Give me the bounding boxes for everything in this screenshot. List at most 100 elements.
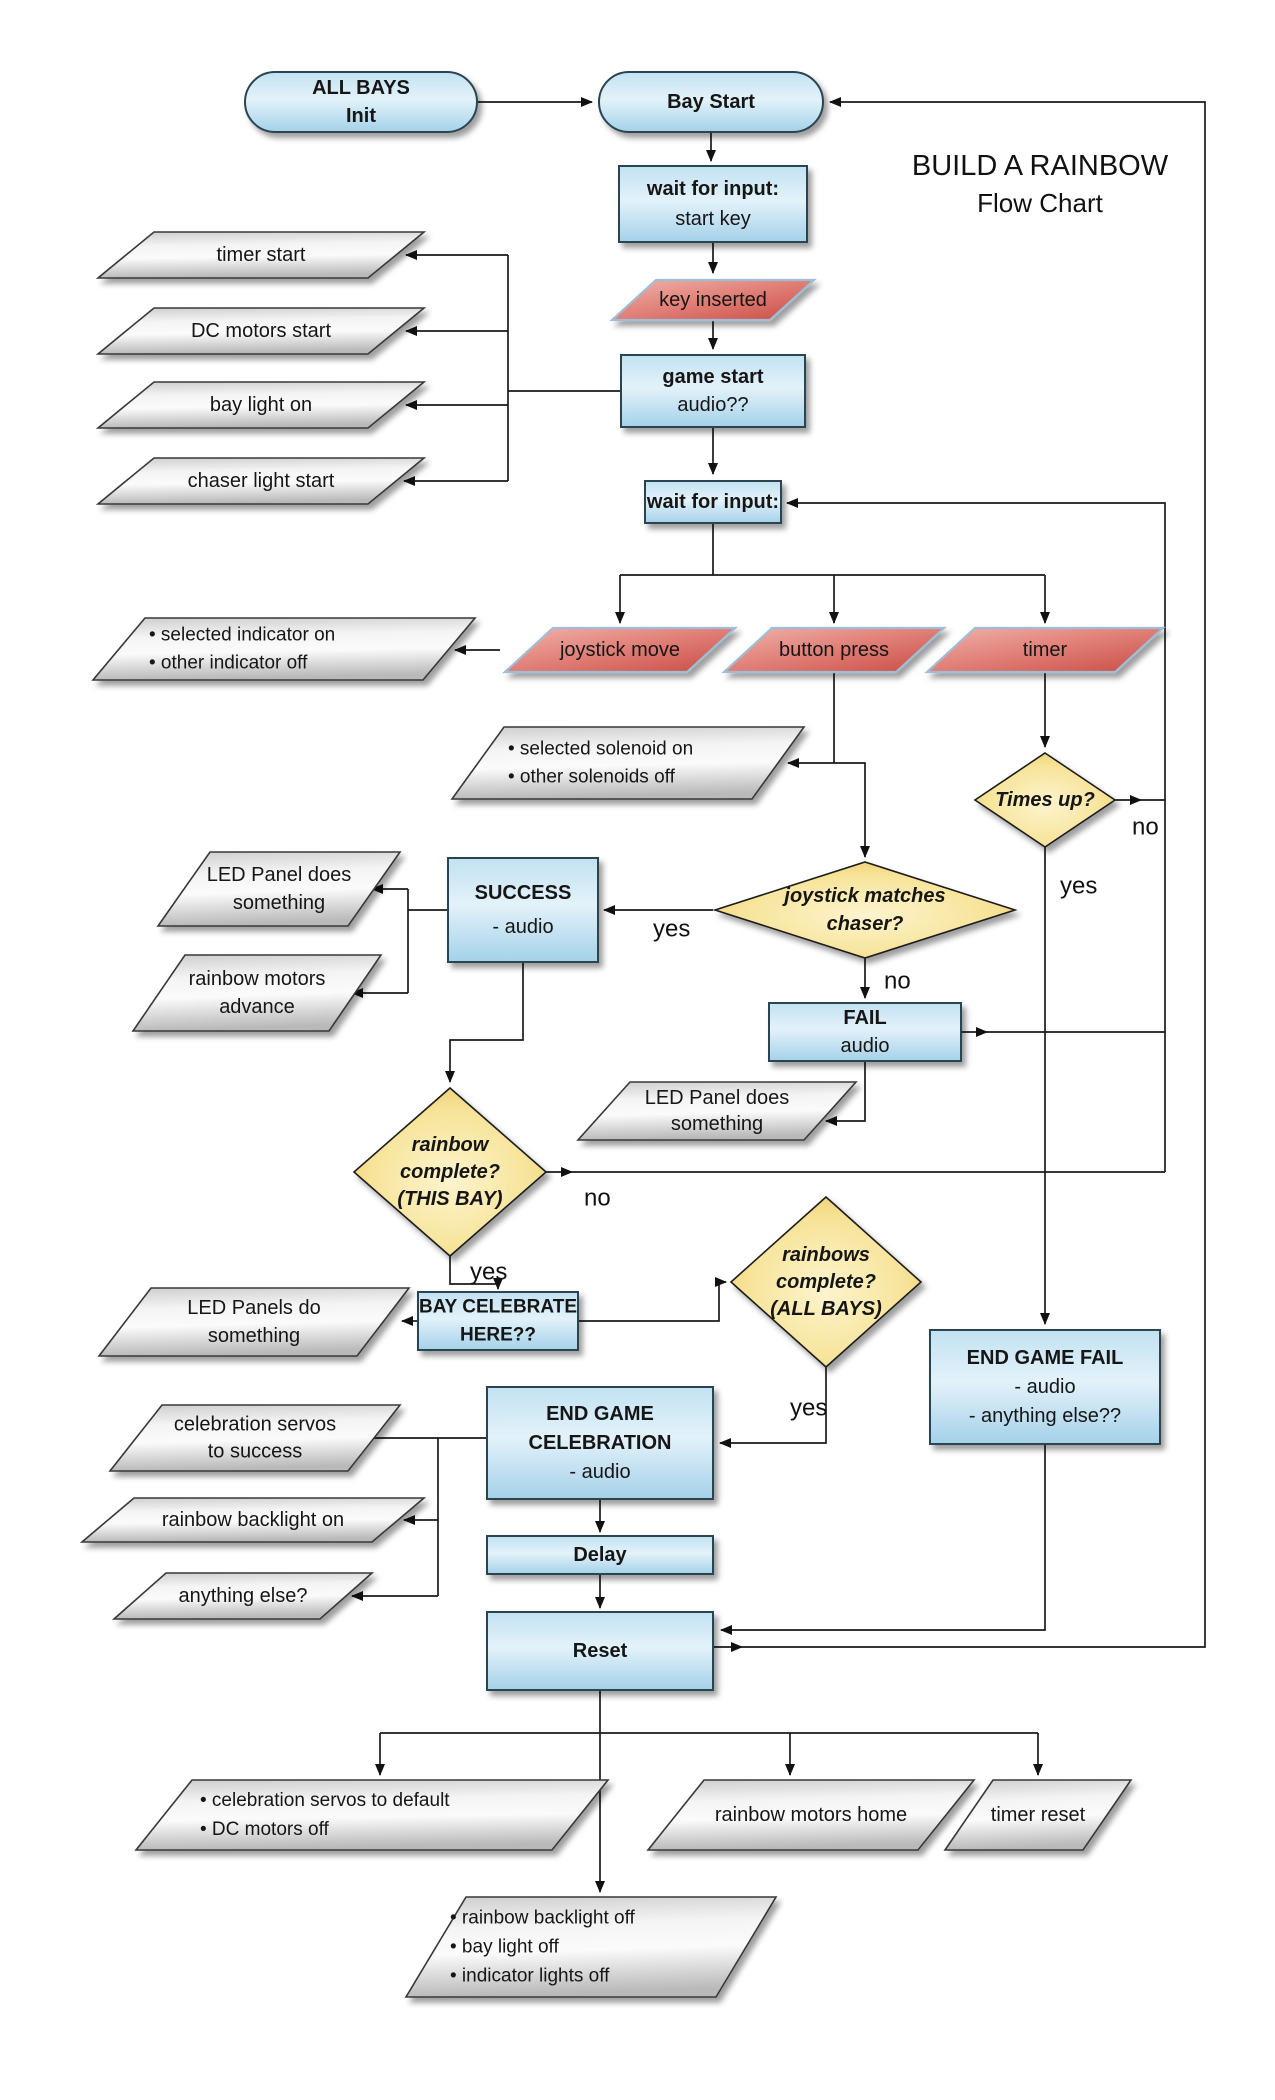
bay-light-on-text-0: bay light on [210, 394, 312, 416]
label-rc-no: no [584, 1185, 611, 1212]
label-rc-yes: yes [470, 1259, 507, 1286]
delay-shape [486, 1535, 714, 1575]
end-game-fail-text-2: - anything else?? [969, 1405, 1121, 1427]
edges-layer [351, 97, 1206, 1893]
node-button-press: button press [721, 626, 947, 674]
end-game-fail-text-0: END GAME FAIL [967, 1347, 1124, 1369]
lights-off-text-1: • bay light off [450, 1937, 559, 1958]
end-game-fail-shape [929, 1329, 1161, 1445]
rainbow-complete-this-bay-text-2: (THIS BAY) [397, 1188, 503, 1210]
celebration-servos-to-default-text-1: • DC motors off [200, 1819, 330, 1840]
game-start-text-0: game start [662, 366, 763, 388]
end-game-celebration-text-2: - audio [569, 1461, 630, 1483]
node-dc-motors-start: DC motors start [95, 307, 427, 355]
key-inserted-shape [609, 278, 817, 322]
chaser-light-start-shape [95, 457, 427, 505]
rainbow-complete-this-bay-text-1: complete? [400, 1161, 500, 1183]
bay-start-text-0: Bay Start [667, 91, 755, 113]
rainbow-backlight-on-shape [79, 1497, 427, 1543]
edge-baycelebrate-rainbows [578, 1277, 727, 1322]
selected-indicator-text-0: • selected indicator on [149, 625, 335, 646]
success-shape [447, 857, 599, 963]
fail-shape [768, 1002, 962, 1062]
celebration-servos-to-success-text-0: celebration servos [174, 1414, 336, 1436]
edge-rainbows-yes-egc [719, 1367, 827, 1448]
lights-off-shape [404, 1896, 778, 1998]
node-selected-solenoid: • selected solenoid on• other solenoids … [450, 726, 806, 800]
wait-for-input-2-text-0: wait for input: [646, 491, 779, 513]
node-reset: Reset [486, 1611, 714, 1691]
times-up-text-0: Times up? [995, 789, 1095, 811]
celebration-servos-to-success-shape [108, 1404, 402, 1472]
node-bay-light-on: bay light on [95, 381, 427, 429]
edge-loop-to-waitinput2 [786, 498, 1166, 1172]
reset-shape [486, 1611, 714, 1691]
node-wait-for-input-2: wait for input: [644, 480, 782, 524]
celebration-servos-to-default-shape [134, 1779, 610, 1851]
selected-solenoid-shape [450, 726, 806, 800]
edge-success-rainbowcomplete [445, 962, 524, 1083]
label-timesup-yes: yes [1060, 873, 1097, 900]
rainbows-complete-all-bays-shape [729, 1195, 923, 1369]
bay-celebrate-here-text-1: HERE?? [460, 1325, 536, 1346]
end-game-celebration-text-1: CELEBRATION [529, 1432, 672, 1454]
rainbows-complete-all-bays-text-2: (ALL BAYS) [770, 1298, 882, 1320]
node-delay: Delay [486, 1535, 714, 1575]
node-joystick-matches-chaser: joystick matches chaser? [712, 861, 1018, 959]
dc-motors-start-text-0: DC motors start [191, 320, 331, 342]
fail-text-0: FAIL [843, 1007, 886, 1029]
node-bay-start: Bay Start [598, 71, 824, 133]
led-panels-do-something-text-0: LED Panels do [187, 1297, 320, 1319]
joystick-matches-chaser-text-0: joystick matches [781, 885, 945, 907]
bay-celebrate-here-shape [417, 1291, 579, 1351]
celebration-servos-to-default-text-0: • celebration servos to default [200, 1790, 450, 1811]
reset-text-0: Reset [573, 1640, 628, 1662]
edge-button-joystickmatches [834, 762, 870, 858]
edge-rc-yes-baycelebrate [449, 1256, 503, 1290]
end-game-celebration-shape [486, 1386, 714, 1500]
label-jm-no: no [884, 968, 911, 995]
rainbow-motors-advance-text-1: advance [219, 996, 295, 1018]
edge-fail-ledpanel2 [825, 1061, 866, 1126]
all-bays-init-shape [244, 71, 478, 133]
node-rainbow-backlight-on: rainbow backlight on [79, 1497, 427, 1543]
led-panel-does-something-2-text-1: something [671, 1113, 763, 1135]
key-inserted-text-0: key inserted [659, 289, 767, 311]
rainbow-motors-home-text-0: rainbow motors home [715, 1804, 907, 1826]
label-jm-yes: yes [653, 916, 690, 943]
wait-for-input-start-key-text-0: wait for input: [646, 178, 779, 200]
node-times-up: Times up? [973, 752, 1117, 848]
celebration-servos-to-success-text-1: to success [208, 1441, 302, 1463]
joystick-matches-chaser-text-1: chaser? [827, 913, 904, 935]
led-panel-does-something-1-shape [156, 851, 402, 927]
node-celebration-servos-to-default: • celebration servos to default • DC moto… [134, 1779, 610, 1851]
rainbow-motors-advance-text-0: rainbow motors [189, 968, 326, 990]
chart-title: BUILD A RAINBOW Flow Chart [912, 150, 1169, 218]
times-up-shape [973, 752, 1117, 848]
wait-for-input-2-shape [644, 480, 782, 524]
rainbows-complete-all-bays-text-0: rainbows [782, 1244, 870, 1266]
wait-for-input-start-key-text-1: start key [675, 208, 751, 230]
edge-endgamefail-reset [720, 1445, 1046, 1635]
rainbow-motors-home-shape [646, 1779, 976, 1851]
end-game-celebration-text-0: END GAME [546, 1403, 654, 1425]
node-success: SUCCESS- audio [447, 857, 599, 963]
anything-else-text-0: anything else? [179, 1585, 308, 1607]
chart-title-line1: BUILD A RAINBOW [912, 150, 1169, 182]
label-timesup-no: no [1132, 814, 1159, 841]
all-bays-init-text-1: Init [346, 105, 376, 127]
timer-start-text-0: timer start [217, 244, 306, 266]
joystick-matches-chaser-shape [712, 861, 1018, 959]
joystick-move-shape [502, 626, 738, 674]
button-press-shape [721, 626, 947, 674]
timer-shape [924, 626, 1166, 674]
